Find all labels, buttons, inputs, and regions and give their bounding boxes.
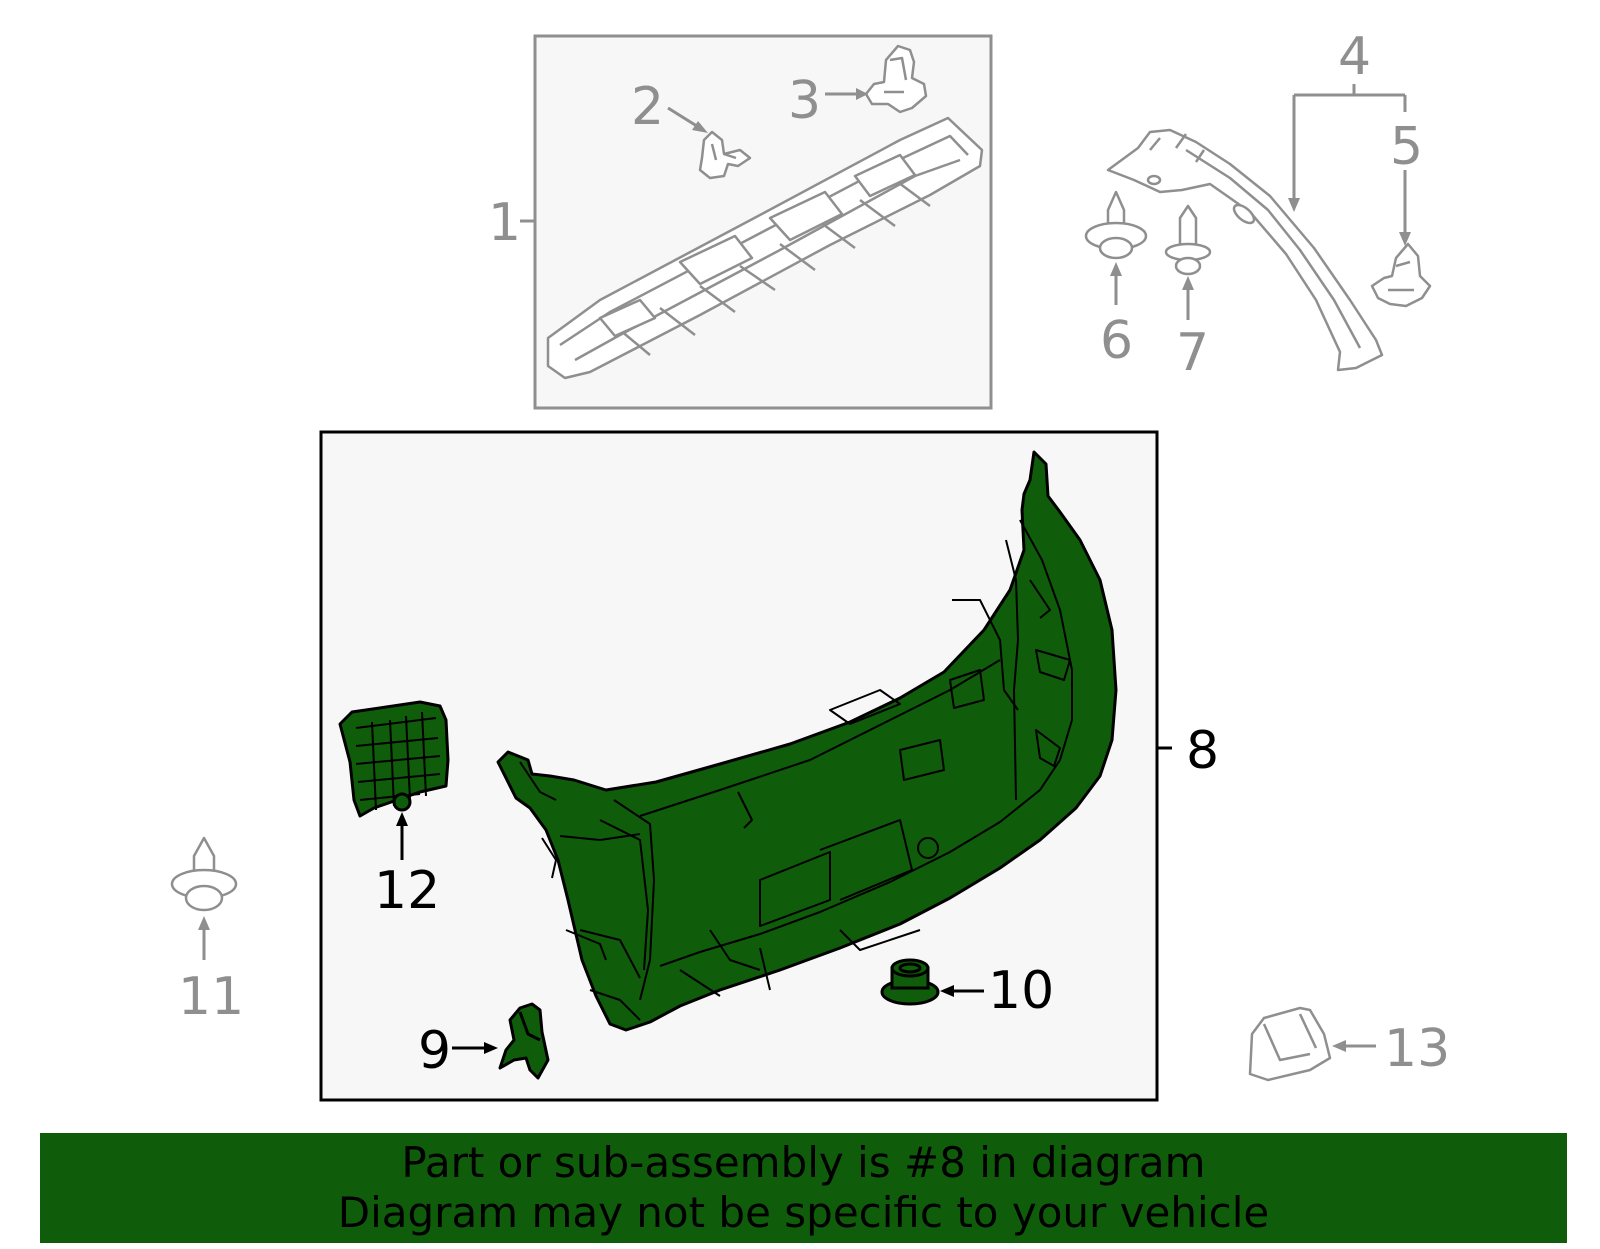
- callout-9: 9: [418, 1021, 451, 1081]
- callout-6: 6: [1100, 311, 1133, 371]
- part-8-liftgate-trim-panel: [496, 450, 1118, 1032]
- part-13-bumper: [1248, 1006, 1332, 1082]
- callout-12: 12: [374, 861, 440, 921]
- callout-3: 3: [788, 71, 821, 131]
- part-10-grommet: [880, 958, 940, 1006]
- callout-7: 7: [1176, 323, 1209, 383]
- part-3-clip: [864, 44, 928, 114]
- callout-11: 11: [178, 967, 244, 1027]
- part-5-clip: [1370, 242, 1432, 308]
- part-11-push-pin: [170, 836, 238, 912]
- callout-13: 13: [1384, 1019, 1450, 1079]
- part-1-box: [520, 34, 993, 410]
- part-2-clip: [698, 130, 752, 180]
- callout-4: 4: [1338, 27, 1371, 87]
- info-banner: Part or sub-assembly is #8 in diagram Di…: [40, 1133, 1567, 1243]
- part-7-push-pin: [1164, 204, 1212, 276]
- part-6-push-pin: [1084, 190, 1148, 260]
- banner-line-1: Part or sub-assembly is #8 in diagram: [401, 1138, 1206, 1187]
- banner-line-2: Diagram may not be specific to your vehi…: [337, 1188, 1270, 1237]
- part-9-clip: [498, 1002, 550, 1080]
- banner-background: [40, 1133, 1567, 1243]
- callout-8: 8: [1186, 721, 1219, 781]
- part-4-bracket: [1106, 128, 1384, 372]
- callout-10: 10: [988, 961, 1054, 1021]
- part-12-grille: [338, 700, 450, 818]
- callout-5: 5: [1390, 117, 1423, 177]
- callout-1: 1: [488, 193, 521, 253]
- part-1-trim-strip: [546, 116, 984, 380]
- callout-2: 2: [631, 77, 664, 137]
